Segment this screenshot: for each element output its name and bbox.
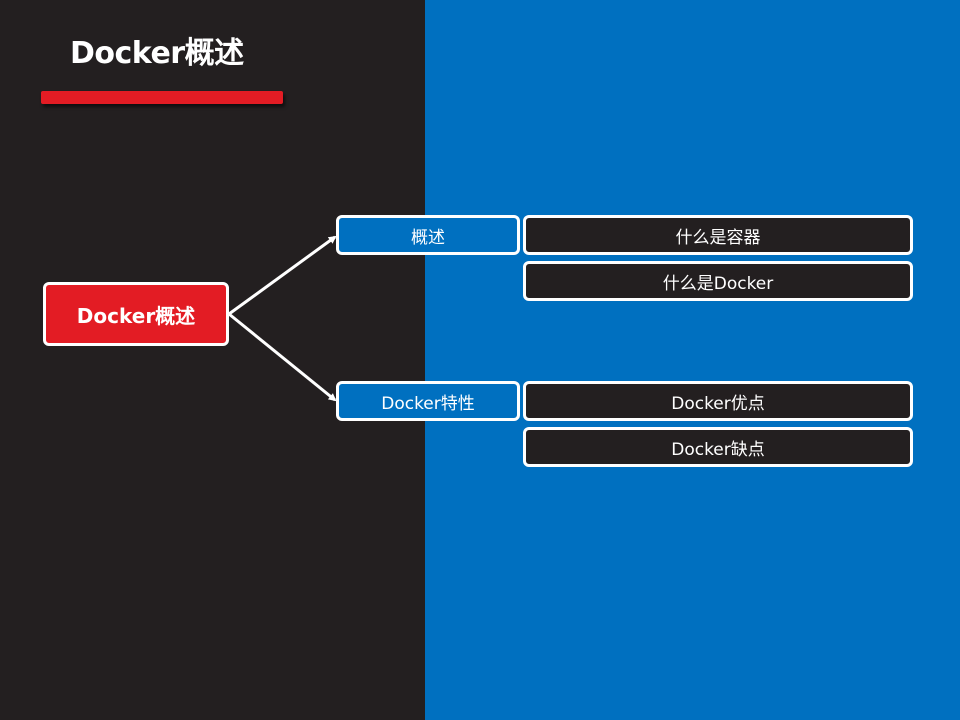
left-dark-panel — [0, 0, 425, 720]
leaf-node-docker-disadvantages: Docker缺点 — [523, 427, 913, 467]
branch-node-features: Docker特性 — [336, 381, 520, 421]
arrow-to-branch-features — [228, 312, 337, 402]
arrow-to-branch-overview — [228, 235, 337, 316]
branch-node-overview: 概述 — [336, 215, 520, 255]
leaf-node-what-is-container: 什么是容器 — [523, 215, 913, 255]
leaf-node-docker-advantages: Docker优点 — [523, 381, 913, 421]
right-blue-panel — [425, 0, 960, 720]
slide-title: Docker概述 — [70, 36, 244, 71]
root-node: Docker概述 — [43, 282, 229, 346]
title-underline-bar — [41, 91, 283, 104]
leaf-node-what-is-docker: 什么是Docker — [523, 261, 913, 301]
